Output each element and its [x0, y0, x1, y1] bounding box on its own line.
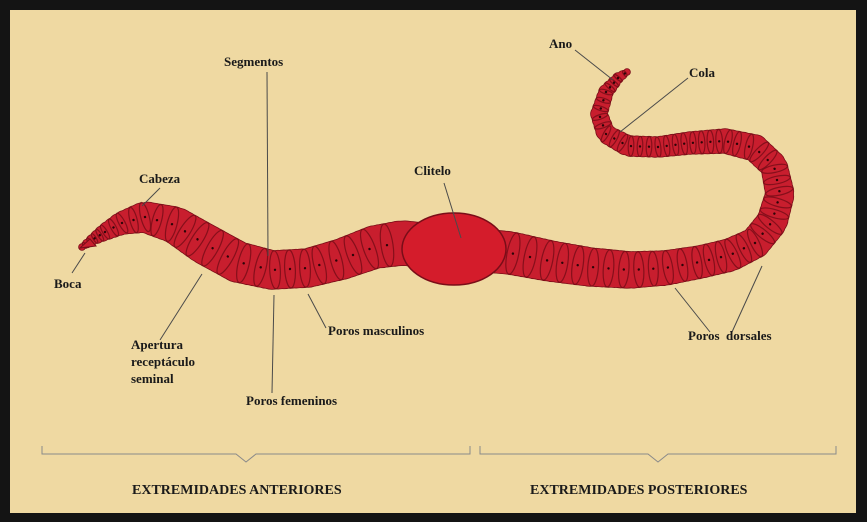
- label-ano: Ano: [549, 36, 572, 51]
- label-cabeza: Cabeza: [139, 171, 180, 186]
- label-poros-femeninos: Poros femeninos: [246, 393, 337, 408]
- poros-dorsales-leader-2: [732, 266, 762, 332]
- label-boca: Boca: [54, 276, 81, 291]
- poros-dorsales-leader-1: [675, 288, 710, 332]
- section-anterior-label: EXTREMIDADES ANTERIORES: [132, 483, 342, 499]
- segmentos-leader: [267, 72, 268, 256]
- ano-leader: [575, 50, 613, 80]
- clitellum-band: [402, 213, 506, 285]
- section-braces: [42, 446, 836, 462]
- brace-anterior: [42, 446, 470, 462]
- apertura-leader: [160, 274, 202, 340]
- label-poros-masculinos: Poros masculinos: [328, 323, 424, 338]
- poros-masculinos-leader: [308, 294, 326, 328]
- brace-posterior: [480, 446, 836, 462]
- section-posterior-label: EXTREMIDADES POSTERIORES: [530, 483, 747, 499]
- label-segmentos: Segmentos: [224, 54, 283, 69]
- label-cola: Cola: [689, 65, 715, 80]
- earthworm-illustration: [10, 10, 856, 513]
- boca-leader: [72, 253, 85, 273]
- diagram-panel: Segmentos Cabeza Boca Apertura receptácu…: [10, 10, 856, 513]
- label-apertura-receptaculo-seminal: Apertura receptáculo seminal: [131, 336, 195, 387]
- label-clitelo: Clitelo: [414, 163, 451, 178]
- label-poros-dorsales: Poros dorsales: [688, 328, 772, 343]
- poros-femeninos-leader: [272, 295, 274, 393]
- cola-leader: [620, 78, 688, 132]
